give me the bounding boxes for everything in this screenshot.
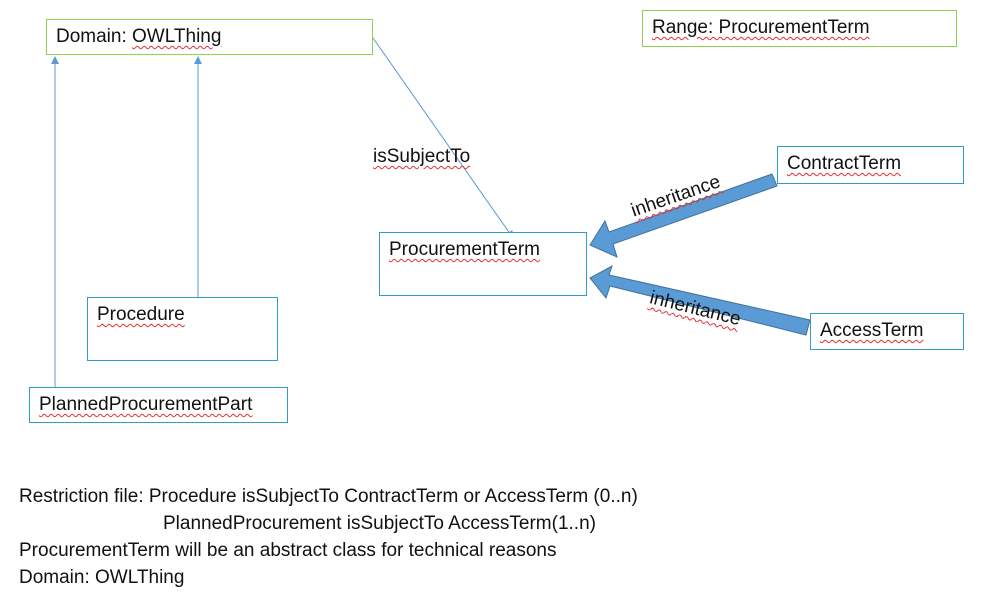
planned-procurement-part-box: PlannedProcurementPart xyxy=(29,387,288,423)
domain-box: Domain: OWLThing xyxy=(46,19,373,55)
range-box-label: Range: ProcurementTerm xyxy=(652,17,870,38)
planned-procurement-part-label: PlannedProcurementPart xyxy=(39,394,253,415)
procurement-term-box: ProcurementTerm xyxy=(379,232,587,296)
notes-line-4: Domain: OWLThing xyxy=(19,567,185,588)
notes-line-3: ProcurementTerm will be an abstract clas… xyxy=(19,540,557,561)
notes-line-2: PlannedProcurement isSubjectTo AccessTer… xyxy=(163,513,596,534)
notes-block: Restriction file: Procedure isSubjectTo … xyxy=(19,483,638,591)
is-subject-to-line xyxy=(372,37,514,239)
procurement-term-label: ProcurementTerm xyxy=(389,239,540,260)
procedure-label: Procedure xyxy=(97,304,185,325)
domain-text: OWLThing xyxy=(132,26,222,47)
inheritance-contract-arrow xyxy=(589,173,778,258)
domain-box-label: Domain: OWLThing xyxy=(56,26,222,47)
contract-term-label: ContractTerm xyxy=(787,153,902,174)
inheritance-access-arrow xyxy=(589,264,811,336)
notes-line-1: Restriction file: Procedure isSubjectTo … xyxy=(19,486,638,507)
access-term-label: AccessTerm xyxy=(820,320,924,341)
contract-term-box: ContractTerm xyxy=(777,146,964,184)
procedure-box: Procedure xyxy=(87,297,278,361)
access-term-box: AccessTerm xyxy=(810,313,964,350)
range-box: Range: ProcurementTerm xyxy=(642,10,957,47)
is-subject-to-label: isSubjectTo xyxy=(373,146,471,167)
